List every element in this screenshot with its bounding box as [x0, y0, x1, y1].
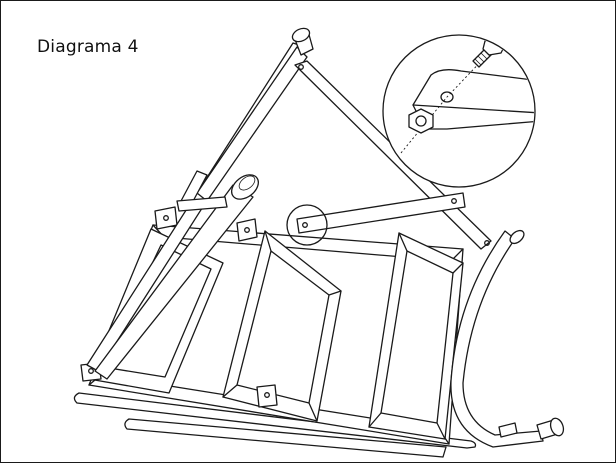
- front-leg-tube: [94, 174, 259, 380]
- left-side-braces: [176, 170, 228, 212]
- flat-brace-bar: [296, 192, 466, 234]
- nut-icon: [408, 108, 434, 134]
- right-handrail: [450, 229, 565, 448]
- diagram-title: Diagrama 4: [37, 37, 139, 57]
- detail-marker-circle: [286, 204, 328, 246]
- inset-detail: [382, 34, 536, 188]
- top-leg-cap: [291, 27, 314, 56]
- mounting-tabs: [80, 206, 278, 408]
- step-right: [368, 232, 464, 440]
- bottom-tube-front: [73, 392, 477, 458]
- step-middle: [222, 230, 342, 422]
